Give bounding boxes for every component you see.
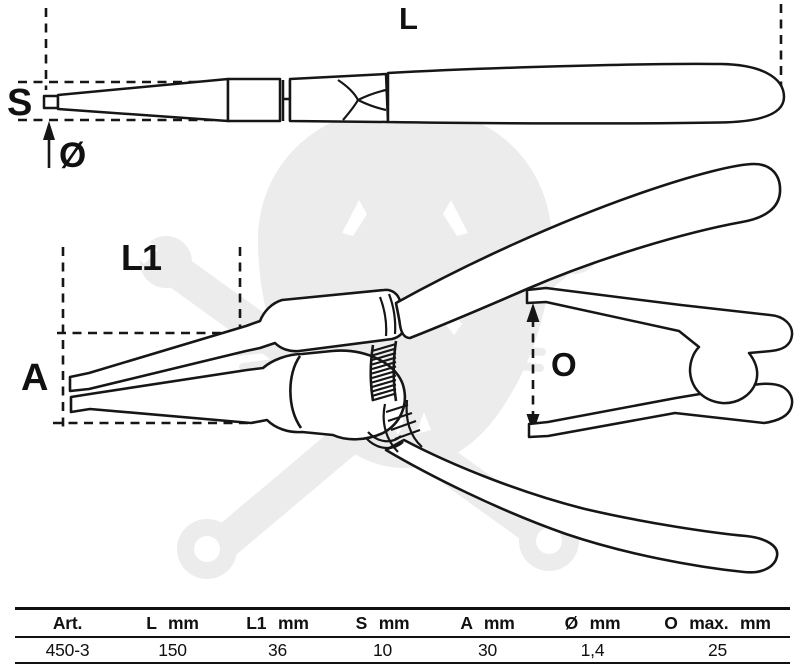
- header-dia-mm: Ø mm: [564, 612, 621, 633]
- spec-table-header-row: Art. L mm L1 mm S mm A mm Ø mm O max. mm: [15, 610, 790, 638]
- main-view-drawing: [68, 162, 782, 574]
- spring-coil: [369, 340, 398, 402]
- top-view-handle: [386, 62, 786, 125]
- open-view-upper-jaw: [525, 286, 794, 405]
- header-a-mm: A mm: [460, 612, 515, 633]
- value-l1-mm: 36: [267, 639, 288, 660]
- spec-table-data-row: 450-3 150 36 10 30 1,4 25: [15, 638, 790, 662]
- value-o-max-mm: 25: [707, 639, 728, 660]
- value-a-mm: 30: [477, 639, 498, 660]
- header-o-max-mm: O max. mm: [664, 612, 771, 633]
- value-l-mm: 150: [158, 639, 187, 660]
- label-tip-diameter: Ø: [59, 136, 86, 175]
- label-max-opening: O: [551, 346, 577, 383]
- lower-jaw: [69, 349, 407, 441]
- label-total-length: L: [399, 1, 418, 36]
- value-s-mm: 10: [372, 639, 393, 660]
- top-view-drawing: [42, 62, 786, 125]
- value-art-number: 450-3: [45, 639, 90, 660]
- header-l1-mm: L1 mm: [246, 612, 309, 633]
- header-l-mm: L mm: [146, 612, 199, 633]
- lower-joint-hatch: [365, 399, 423, 453]
- diameter-arrow-icon: [43, 121, 55, 168]
- label-jaw-length: L1: [121, 237, 162, 278]
- top-view-jaw: [56, 77, 230, 123]
- value-dia-mm: 1,4: [580, 639, 605, 660]
- dimension-lines: [18, 4, 783, 428]
- header-s-mm: S mm: [355, 612, 410, 633]
- open-view-drawing: [525, 286, 794, 439]
- header-art: Art.: [52, 612, 83, 633]
- label-jaw-width: A: [21, 357, 48, 399]
- top-view-block: [226, 77, 282, 123]
- label-tip-thickness: S: [7, 82, 32, 124]
- lower-handle: [384, 438, 779, 574]
- top-view-tip: [42, 94, 60, 110]
- spec-table: Art. L mm L1 mm S mm A mm Ø mm O max. mm…: [15, 607, 790, 664]
- upper-joint-hatch: [378, 293, 397, 337]
- open-view-lower-jaw: [527, 382, 794, 439]
- upper-handle: [394, 162, 782, 340]
